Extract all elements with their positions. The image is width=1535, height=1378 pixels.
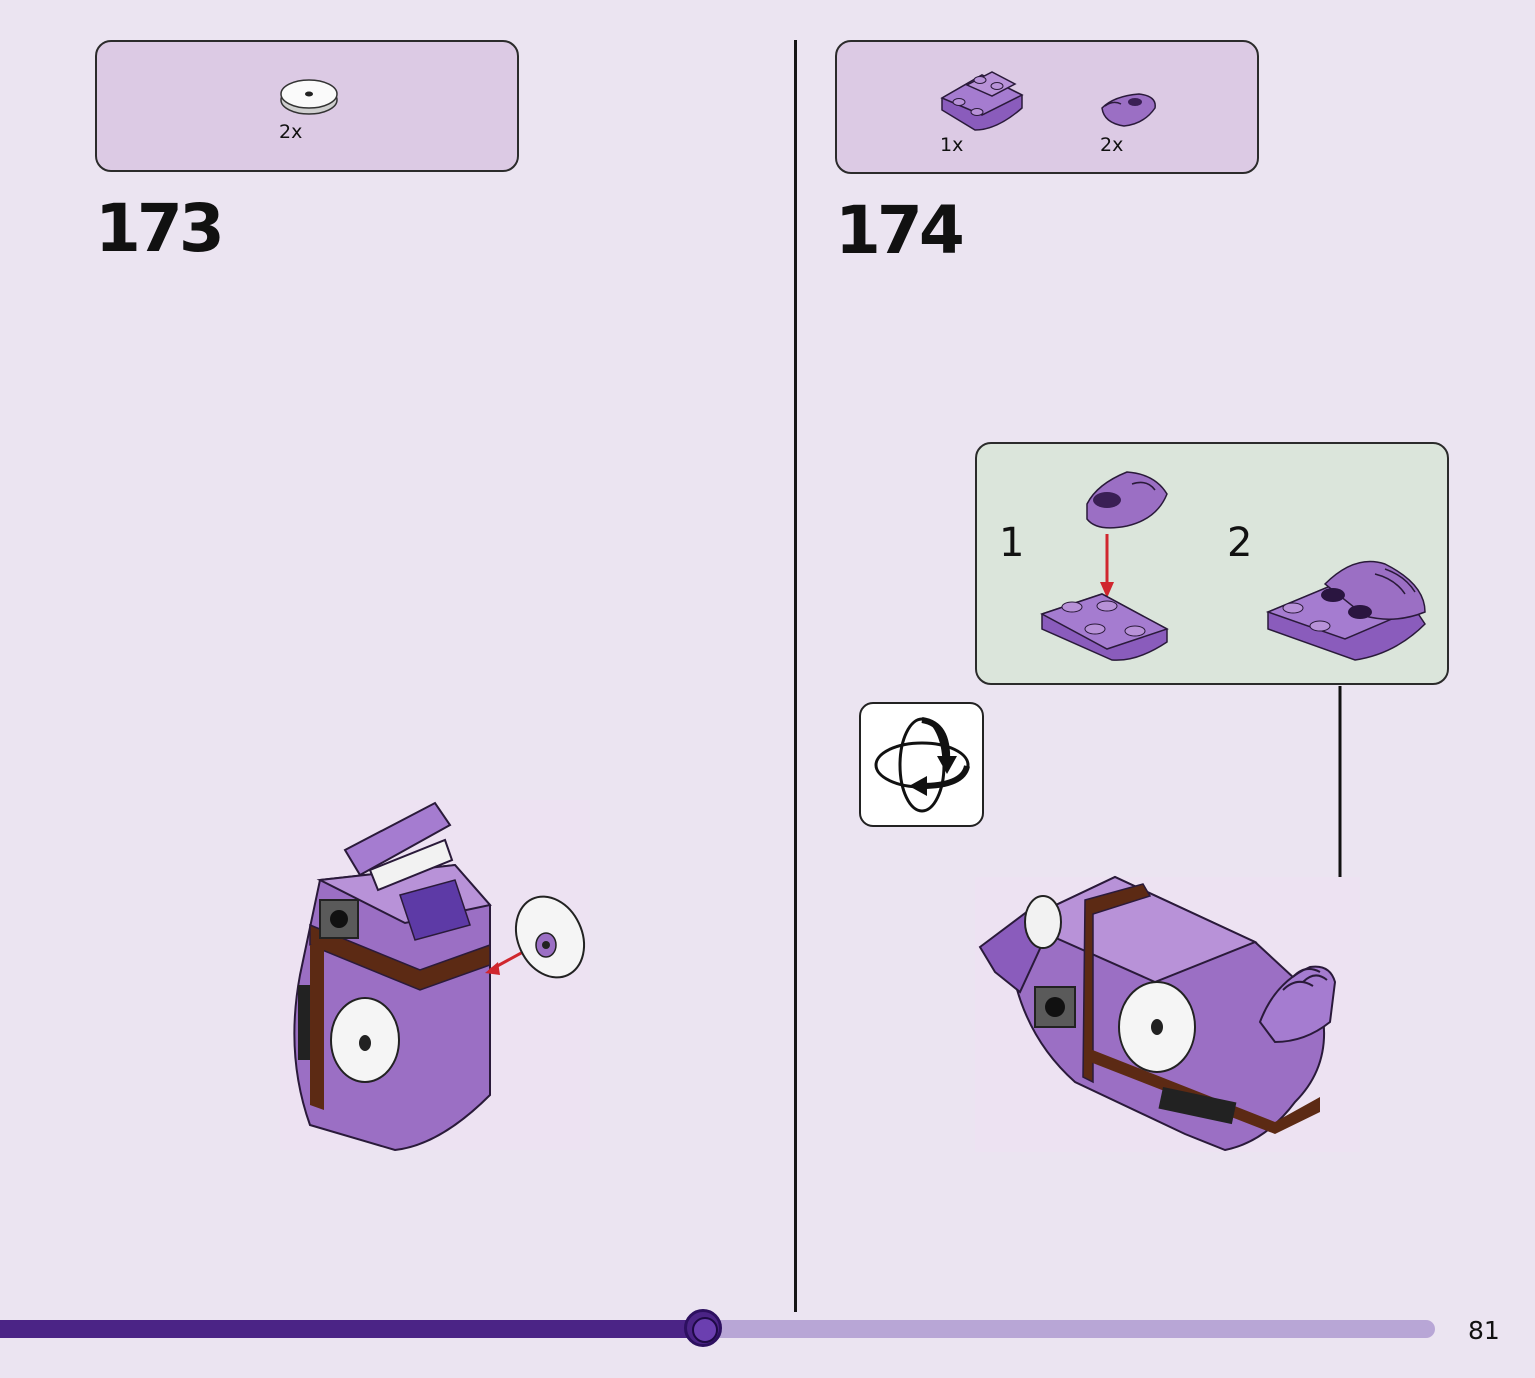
step-number: 174: [835, 192, 965, 269]
sub-step-2-illustration: [1265, 560, 1426, 661]
part-qty: 1x: [940, 134, 964, 156]
white-round-tile-icon: [280, 79, 338, 115]
purple-wedge-plate-icon: [940, 71, 1024, 131]
page-number: 81: [1468, 1316, 1500, 1345]
sub-step-number: 2: [1227, 520, 1253, 566]
sub-assembly-callout: 1 2: [975, 442, 1449, 685]
part-qty: 2x: [279, 121, 303, 143]
purple-clip-plate-icon: [1101, 93, 1156, 127]
parts-callout-step-173: 2x: [95, 40, 519, 172]
part-qty: 2x: [1100, 134, 1124, 156]
step-number: 173: [95, 190, 225, 267]
page-divider: [794, 40, 797, 1312]
sub-step-number: 1: [999, 520, 1025, 566]
model-illustration-step-174: [975, 875, 1360, 1152]
parts-callout-step-174: 1x 2x: [835, 40, 1259, 174]
rotate-arrows-icon: [874, 717, 970, 813]
progress-bar-knob: [684, 1309, 722, 1347]
sub-step-1-illustration: [1040, 471, 1169, 661]
progress-bar-fill: [0, 1320, 703, 1338]
rotate-model-icon: [859, 702, 984, 827]
model-illustration-step-173: [280, 800, 590, 1152]
